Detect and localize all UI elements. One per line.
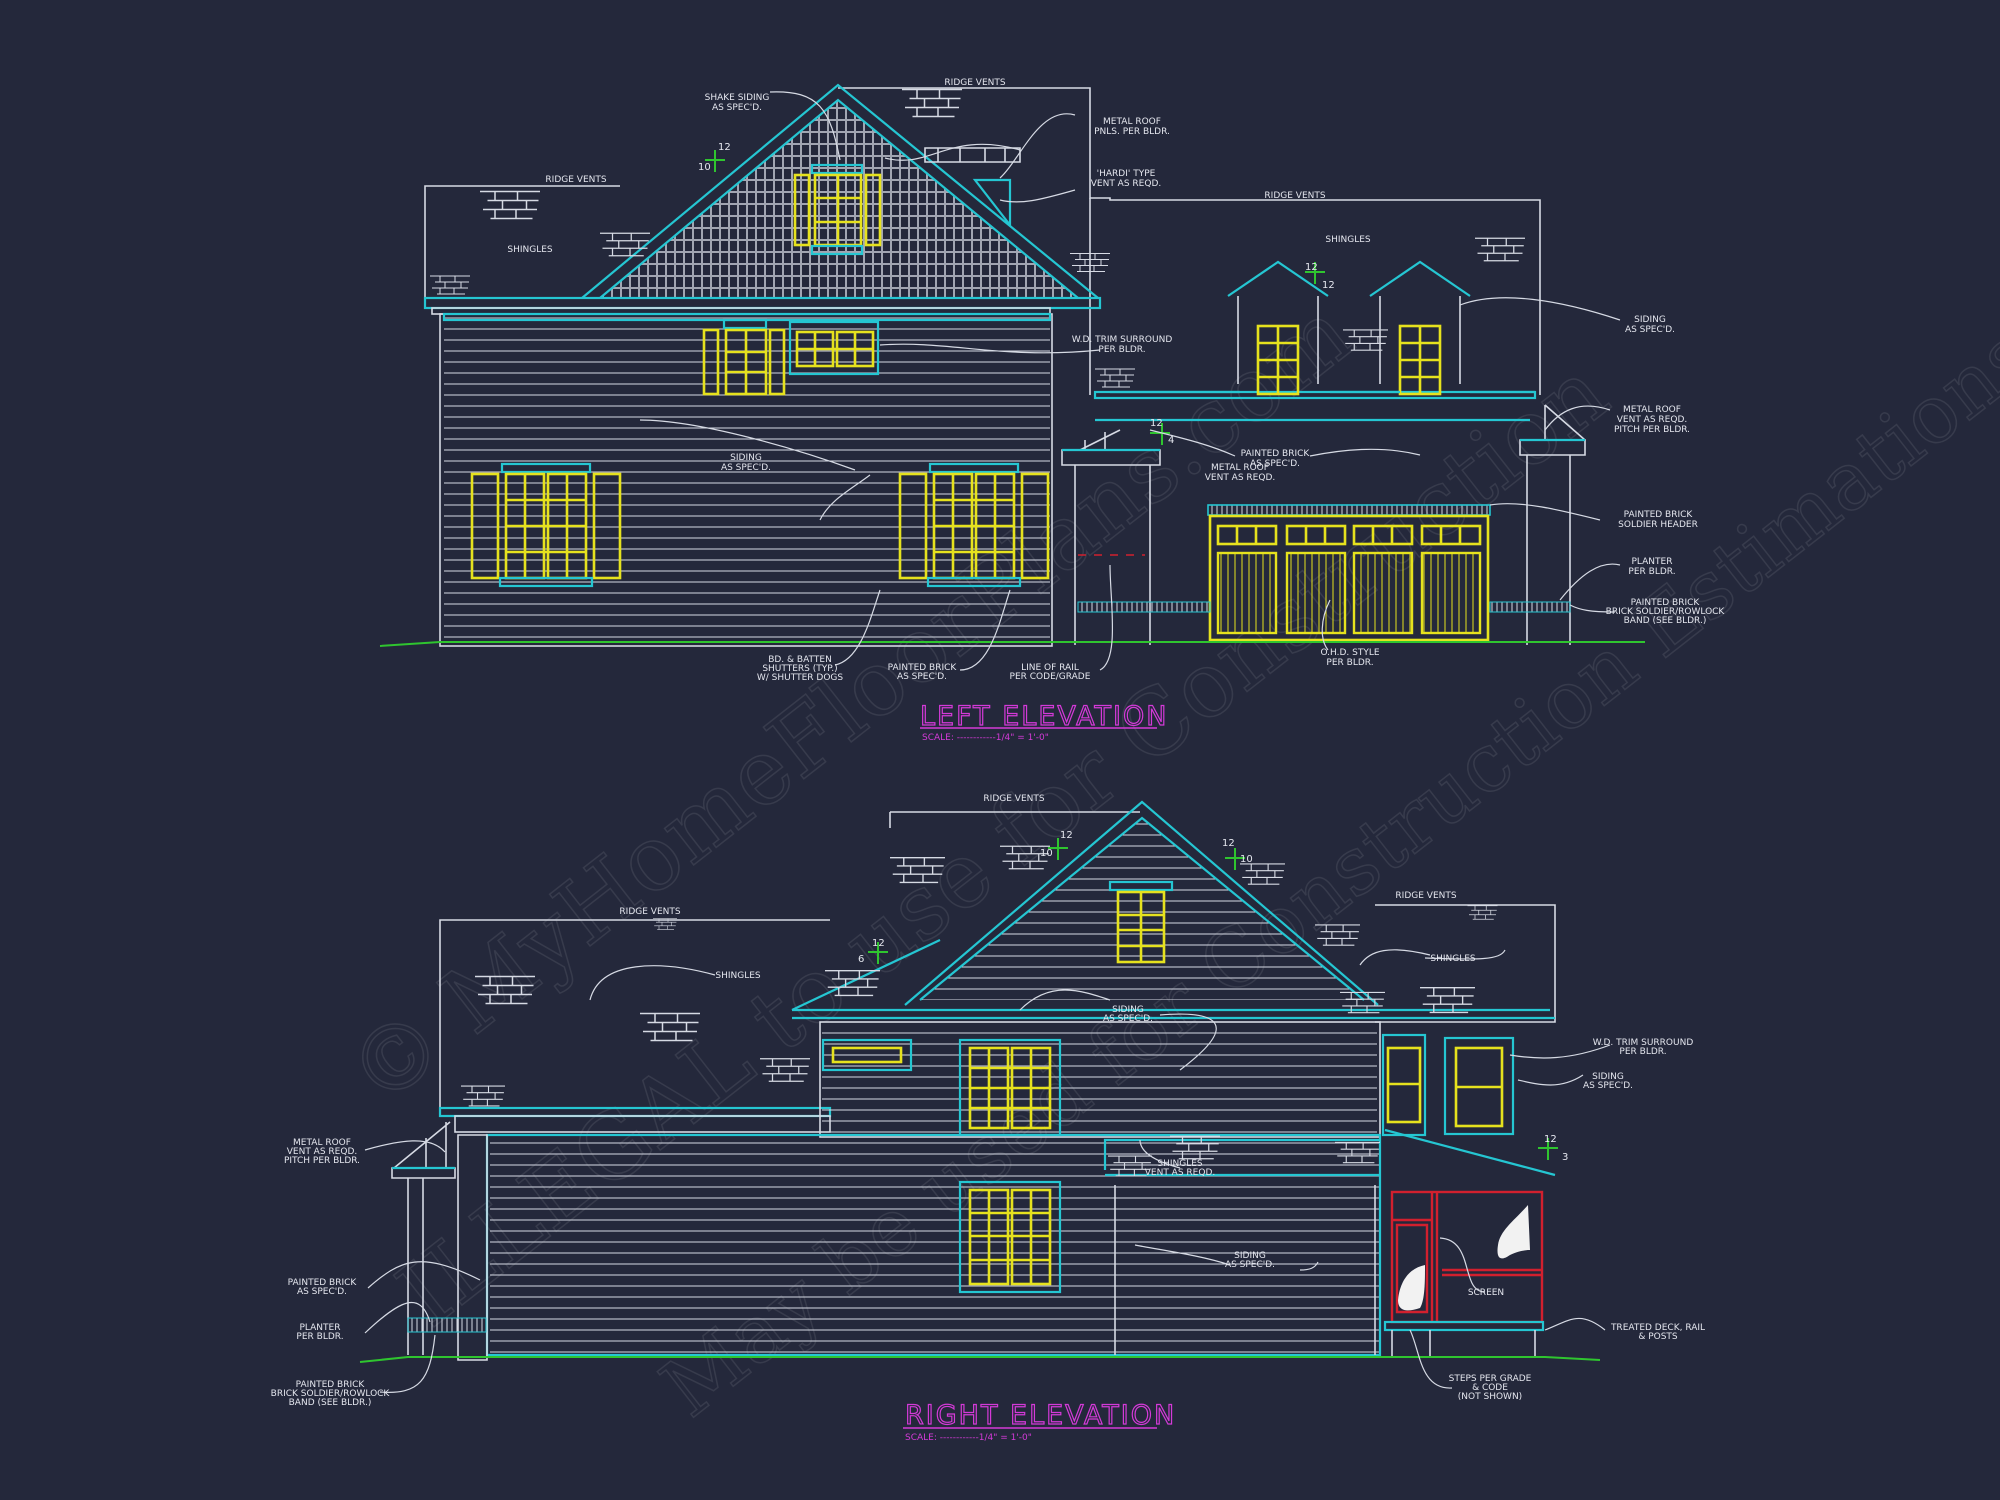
pitch-label: 10 xyxy=(698,162,711,173)
pitch-label: 12 xyxy=(872,938,885,949)
pitch-label: 12 xyxy=(1150,418,1163,429)
note: SHINGLES xyxy=(1325,235,1371,245)
pitch-label: 12 xyxy=(1544,1134,1557,1145)
note: RIDGE VENTS xyxy=(944,78,1005,88)
note: SHINGLES xyxy=(1430,954,1476,964)
left-elevation-title-block: LEFT ELEVATION SCALE: ------------1/4" =… xyxy=(919,700,1168,743)
pitch-label: 4 xyxy=(1168,435,1174,446)
pitch-label: 12 xyxy=(1305,262,1318,273)
screen-porch xyxy=(1383,1190,1545,1358)
left-elevation-drawing xyxy=(379,83,1645,671)
dormer-left xyxy=(1227,260,1329,396)
lower-window-left xyxy=(470,462,622,588)
dormer-right xyxy=(1369,260,1471,396)
note: RIDGE VENTS xyxy=(545,175,606,185)
note: RIDGE VENTS xyxy=(1395,891,1456,901)
right-elevation-notes: RIDGE VENTS RIDGE VENTS RIDGE VENTS SHIN… xyxy=(271,794,1705,1408)
pitch-label: 3 xyxy=(1562,1152,1568,1163)
pitch-label: 12 xyxy=(1322,280,1335,291)
pitch-label: 12 xyxy=(1222,838,1235,849)
pitch-label: 6 xyxy=(858,954,864,965)
right-elevation-title: RIGHT ELEVATION xyxy=(905,1400,1176,1431)
pitch-label: 12 xyxy=(1060,830,1073,841)
right-elevation-title-block: RIGHT ELEVATION SCALE: ------------1/4" … xyxy=(903,1399,1176,1443)
pitch-label: 12 xyxy=(718,142,731,153)
pitch-label: 10 xyxy=(1040,848,1053,859)
garage-door-panels xyxy=(1216,524,1482,635)
left-elevation-title: LEFT ELEVATION xyxy=(920,701,1168,732)
note: SHINGLES xyxy=(715,971,761,981)
note: RIDGE VENTS xyxy=(983,794,1044,804)
note: RIDGE VENTS xyxy=(1264,191,1325,201)
note: SHINGLES xyxy=(507,245,553,255)
note: TREATED DECK, RAIL& POSTS xyxy=(1610,1323,1705,1342)
right-elevation-scale: SCALE: ------------1/4" = 1'-0" xyxy=(905,1433,1032,1443)
left-elevation-scale: SCALE: ------------1/4" = 1'-0" xyxy=(922,733,1049,743)
note: SCREEN xyxy=(1468,1288,1504,1298)
lower-window-right xyxy=(898,462,1050,588)
pitch-label: 10 xyxy=(1240,854,1253,865)
right-elevation-drawing xyxy=(359,800,1611,1393)
note: STEPS PER GRADE& CODE(NOT SHOWN) xyxy=(1449,1374,1532,1402)
note: RIDGE VENTS xyxy=(619,907,680,917)
